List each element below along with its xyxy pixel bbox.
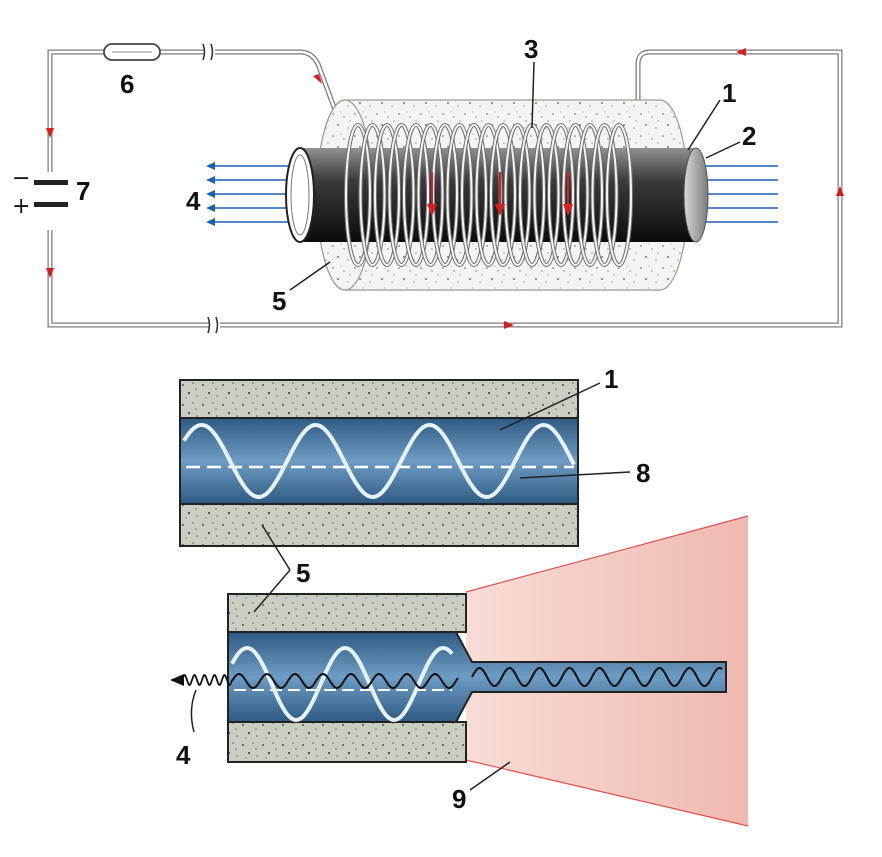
wire-break-icon (202, 43, 219, 334)
coil-turn-highlight (446, 124, 473, 266)
coil-turn-highlight (461, 124, 487, 266)
battery-plus-sign: + (12, 194, 30, 219)
coil-turn-highlight (403, 124, 429, 266)
fuse-icon (103, 43, 161, 61)
coil-turn-highlight (345, 124, 371, 266)
standing-wave-upper (182, 422, 576, 500)
coil-turn-highlight (533, 124, 560, 266)
coil-turn-highlight (606, 124, 632, 266)
label-5-top: 5 (272, 286, 286, 316)
label-5-bottom: 5 (296, 558, 310, 588)
coil-turn-highlight (359, 124, 386, 266)
short-wave-narrow (471, 667, 723, 687)
coil-turn-highlight (591, 124, 618, 266)
coil-turn-highlight (504, 124, 531, 266)
short-wave-lower (231, 672, 459, 690)
battery-icon (34, 172, 68, 230)
coil-turn-highlight (417, 124, 444, 266)
label-1-top: 1 (722, 78, 736, 108)
label-7: 7 (76, 176, 90, 206)
outgoing-wave-arrow (170, 674, 233, 686)
standing-wave-lower (230, 646, 454, 723)
coil-turn-highlight (577, 124, 603, 266)
coil-turn-highlight (562, 124, 589, 266)
leader-lines-top (289, 61, 741, 291)
waveguide-panel-upper (179, 379, 579, 547)
label-9: 9 (452, 784, 466, 814)
waveguide-panel-lower (227, 593, 727, 763)
label-6: 6 (120, 69, 134, 99)
label-4-bottom: 4 (176, 740, 191, 770)
label-3: 3 (524, 34, 538, 64)
label-4-top: 4 (186, 186, 201, 216)
coil-winding (344, 123, 633, 267)
coil-turn-highlight (490, 124, 516, 266)
coil-current-arrows (427, 172, 573, 216)
electron-beam (206, 162, 778, 226)
coil-turn-highlight (548, 124, 574, 266)
label-8: 8 (636, 458, 650, 488)
leader-lines-bottom (190, 382, 631, 791)
battery-minus-sign: − (12, 166, 30, 191)
label-2: 2 (742, 121, 756, 151)
coil-turn-highlight (374, 124, 400, 266)
label-1-bottom: 1 (604, 364, 618, 394)
coil-turn-highlight (388, 124, 415, 266)
